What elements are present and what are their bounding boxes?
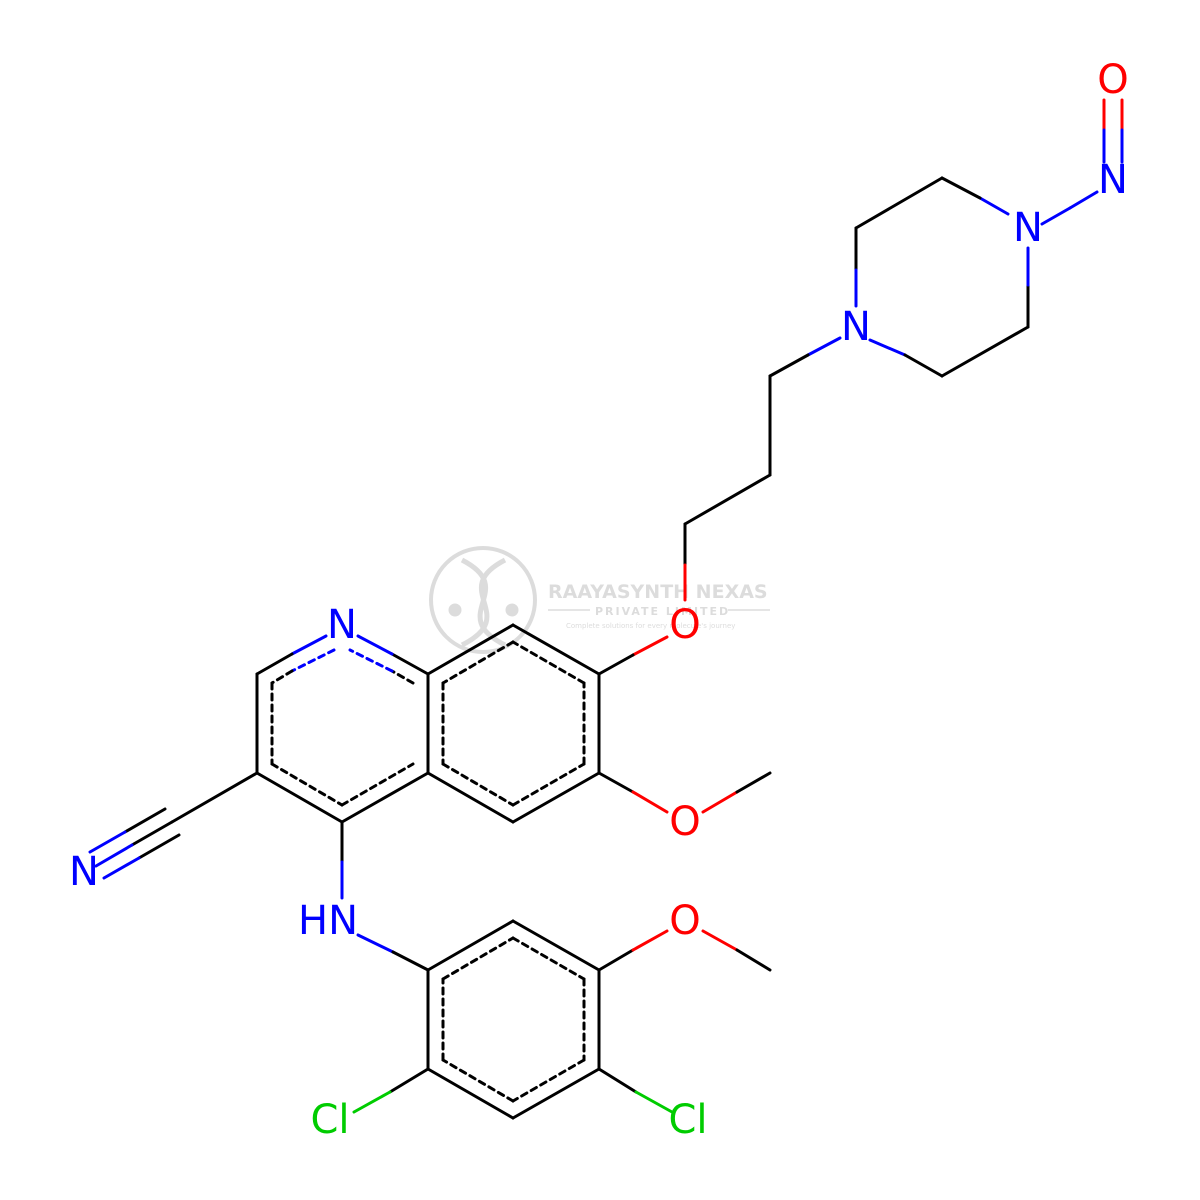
methoxy-group [597,771,772,814]
bond-amine-aryl [356,933,430,972]
watermark-tagline: Complete solutions for every molecule's … [566,622,735,630]
aryl-methoxy-group [597,929,772,972]
atom-piperazine-n1: N [841,304,871,350]
piperazine-ring [854,176,1030,378]
bonds [88,98,1124,1120]
watermark-subtitle: PRIVATE LIMITED [595,605,730,618]
bond-nitroso-piperazine [1040,190,1099,226]
chloro-bonds [352,1067,674,1114]
watermark-logo-ring [429,546,537,654]
watermark: RAAYASYNTH NEXAS PRIVATE LIMITED Complet… [429,546,770,654]
atom-nitroso-o: O [1097,57,1128,103]
quinoline-pyridine-ring [255,634,430,824]
atom-ether-o: O [669,602,700,648]
dna-helix-icon [448,557,519,648]
nitrile-group [88,771,259,880]
atom-anisole-o: O [669,898,700,944]
atom-chloro-left: Cl [310,1097,349,1143]
atom-labels: O N N N O N O N HN O Cl Cl [69,57,1129,1143]
atom-chloro-right: Cl [668,1097,707,1143]
watermark-title: RAAYASYNTH NEXAS [548,581,768,603]
quinoline-benzo-ring [426,623,601,824]
bond-ether-ring [597,635,669,676]
atom-nitroso-n: N [1098,157,1128,203]
dichlorophenyl-ring [426,919,601,1120]
atom-quinoline-n: N [327,602,357,648]
bond-nitroso-double [1102,98,1124,164]
atom-nitrile-n: N [69,849,99,895]
atom-piperazine-n4: N [1013,205,1043,251]
atom-methoxy-o: O [669,799,700,845]
atom-amine-nh: HN [298,898,358,944]
propyl-linker [683,336,842,602]
